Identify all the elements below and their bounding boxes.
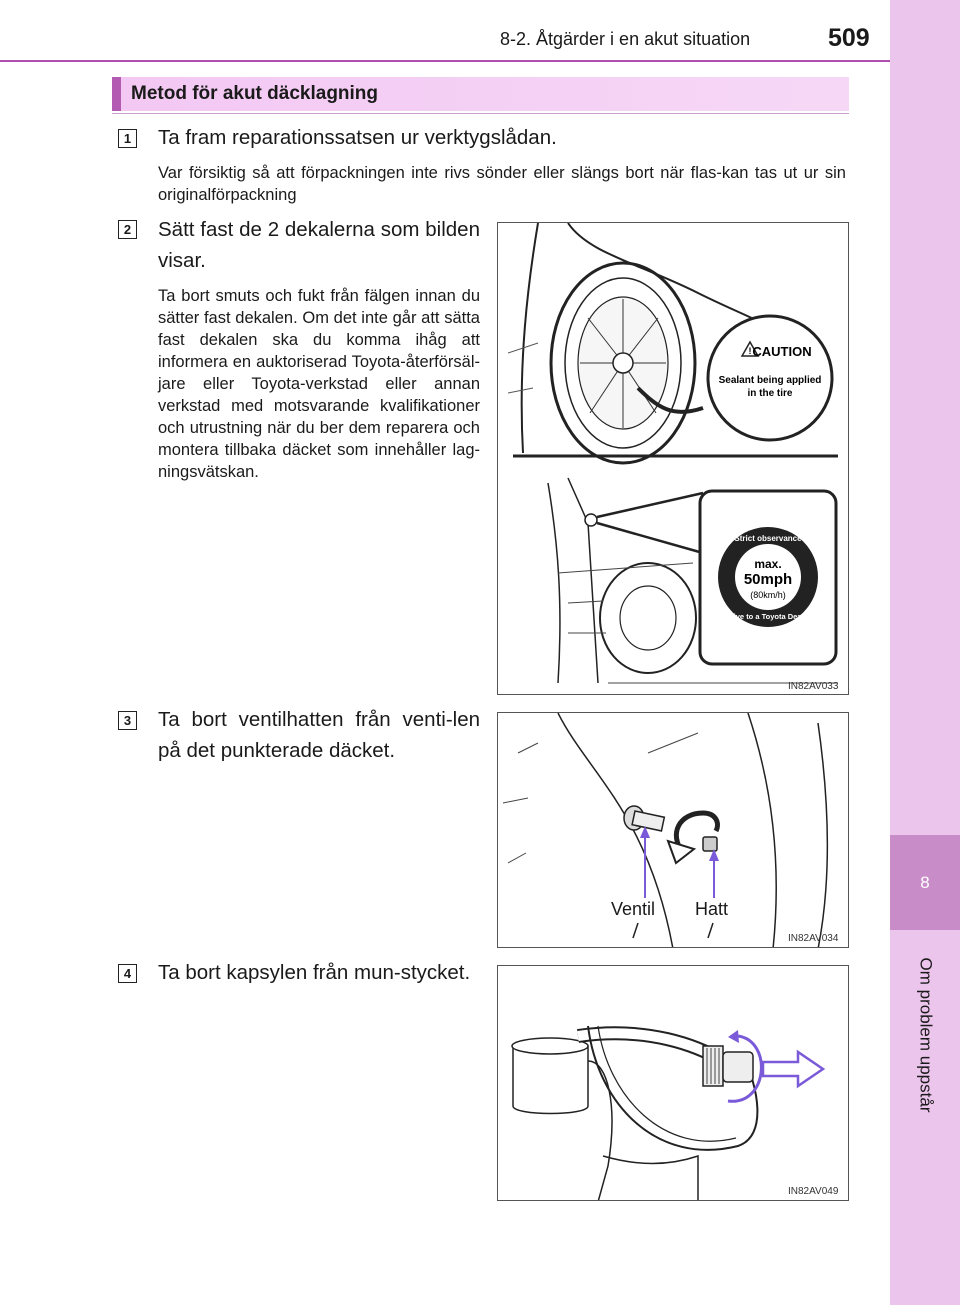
- step-number-1: 1: [118, 129, 137, 148]
- section-title-bar: Metod för akut däcklagning: [112, 77, 849, 111]
- page-number: 509: [828, 24, 870, 52]
- caution-line-1: Sealant being applied: [719, 375, 822, 386]
- step-2-note: Ta bort smuts och fukt från fälgen innan…: [158, 287, 480, 481]
- chapter-title: Om problem uppstår: [916, 957, 936, 1113]
- step-number-3: 3: [118, 711, 137, 730]
- chapter-number-tab[interactable]: 8: [890, 835, 960, 930]
- caution-line-2: in the tire: [747, 388, 792, 399]
- section-title-rule: [112, 113, 849, 114]
- figure-nozzle: IN82AV049: [497, 965, 849, 1201]
- figure-code-3: IN82AV049: [788, 1186, 839, 1197]
- section-title: Metod för akut däcklagning: [131, 83, 379, 104]
- step-number-2: 2: [118, 220, 137, 239]
- header-rule: [0, 60, 890, 62]
- figure-nozzle-drawing: [511, 1025, 826, 1200]
- caution-title: CAUTION: [752, 344, 811, 359]
- step-3-text: Ta bort ventilhatten från venti-len på d…: [158, 708, 480, 762]
- figure-valve-drawing: [502, 713, 829, 947]
- figure-code-2: IN82AV034: [788, 933, 839, 944]
- speed-sticker-bottom-text: Drive to a Toyota Dealer: [725, 612, 810, 621]
- chapter-number: 8: [920, 872, 930, 892]
- step-1-note: Var försiktig så att förpackningen inte …: [158, 164, 846, 204]
- figure-code-1: IN82AV033: [788, 681, 839, 692]
- step-number-4: 4: [118, 964, 137, 983]
- svg-text:!: !: [749, 346, 752, 356]
- speed-sticker-top-text: Strict observance: [734, 534, 802, 543]
- figure-decals: ! CAUTION Sealant being applied in the t…: [497, 222, 849, 695]
- speed-max: max.: [754, 557, 781, 571]
- speed-mph: 50mph: [744, 571, 792, 588]
- step-4-text: Ta bort kapsylen från mun-stycket.: [158, 961, 471, 984]
- figure-valve: Ventil Hatt IN82AV034: [497, 712, 849, 948]
- label-cap: Hatt: [695, 899, 729, 919]
- figure-decals-drawing: ! CAUTION Sealant being applied in the t…: [507, 223, 838, 684]
- label-valve: Ventil: [611, 899, 656, 919]
- speed-kmh: (80km/h): [750, 590, 786, 600]
- running-header: 8-2. Åtgärder i en akut situation: [500, 29, 751, 49]
- step-2-text: Sätt fast de 2 dekalerna som bilden visa…: [158, 218, 480, 272]
- step-1-text: Ta fram reparationssatsen ur verktygslåd…: [158, 126, 557, 149]
- chapter-title-tab[interactable]: Om problem uppstår: [890, 930, 960, 1140]
- chapter-sidebar: [890, 0, 960, 1305]
